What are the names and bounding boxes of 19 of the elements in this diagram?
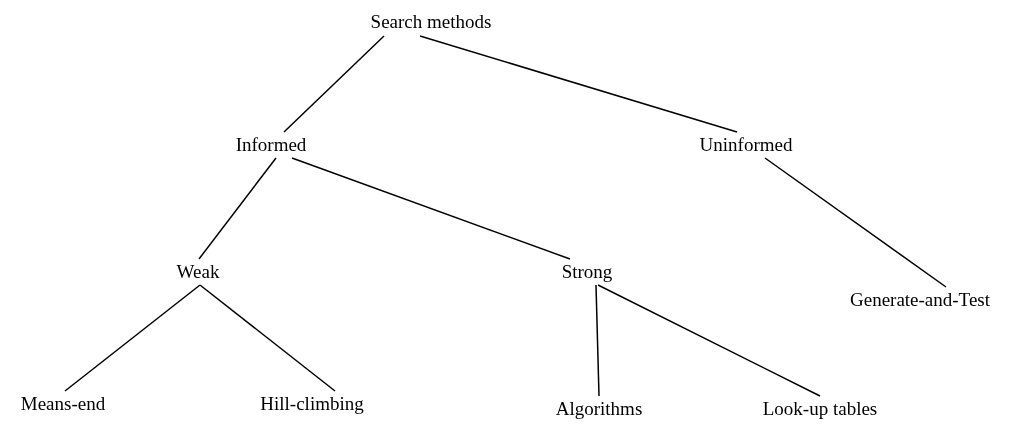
connector-line (198, 157, 277, 260)
connector-line (595, 284, 600, 397)
node-label: Algorithms (555, 398, 643, 420)
connector-line (64, 284, 201, 392)
connector-line (764, 157, 947, 288)
node-label: Search methods (370, 11, 492, 33)
connector-line (291, 157, 571, 260)
connector-line (597, 284, 821, 397)
node-label: Informed (235, 134, 307, 156)
node-label: Look-up tables (762, 398, 878, 420)
node-label: Generate-and-Test (850, 289, 990, 311)
connector-line (199, 284, 336, 392)
connector-line (419, 35, 738, 133)
node-label: Means-end (20, 393, 106, 415)
node-label: Weak (176, 261, 220, 283)
node-label: Uninformed (699, 134, 793, 156)
node-label: Hill-climbing (260, 393, 364, 415)
node-label: Strong (561, 261, 613, 283)
connector-line (283, 35, 385, 133)
